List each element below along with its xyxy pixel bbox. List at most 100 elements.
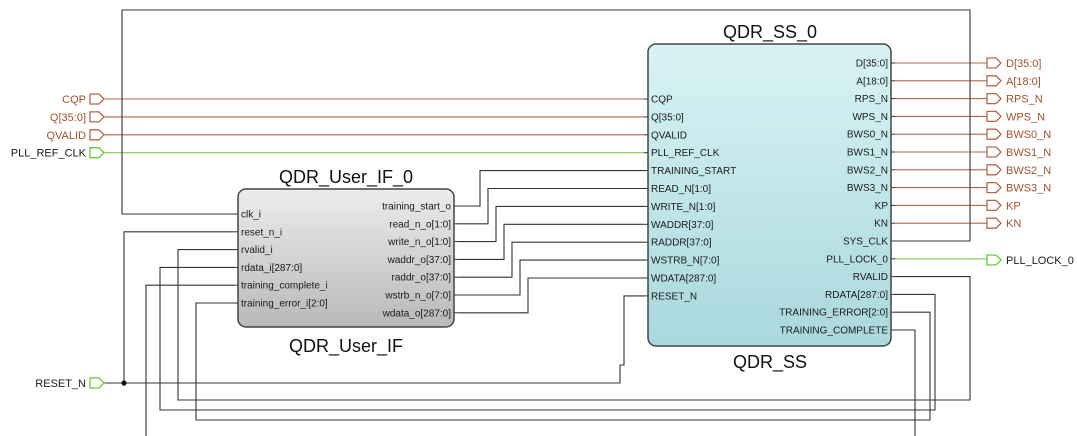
reset-wire-uif [123,231,234,383]
output-port-icon [986,146,1002,158]
qdr-ss-pin-a-18-0: A[18:0] [856,76,888,87]
qdr-user-if-pin-raddr-o-37-0: raddr_o[37:0] [392,273,452,284]
output-port-rps-n[interactable]: RPS_N [986,92,1043,106]
pll-lock-port[interactable]: PLL_LOCK_0 [986,254,1074,267]
pll-lock-port-icon [986,254,1002,266]
qdr-user-if-pin-training-start-o: training_start_o [382,202,451,213]
input-port-cqp[interactable]: CQP [62,93,105,106]
qdr-user-if-block[interactable]: QDR_User_IF_0 QDR_User_IF clk_i reset_n_i… [234,167,458,357]
qdr-ss-pin-raddr-37-0: RADDR[37:0] [651,238,712,249]
qdr-ss-right-pins: D[35:0]A[18:0]RPS_NWPS_NBWS0_NBWS1_NBWS2… [779,59,895,337]
qdr-user-if-pin-write-n-o-1-0: write_n_o[1:0] [387,237,451,248]
qdr-ss-pin-training-error-2-0: TRAINING_ERROR[2:0] [779,308,888,319]
qdr-ss-pin-wdata-287-0: WDATA[287:0] [651,274,716,285]
input-port-icon [89,129,105,141]
reset-port-label: RESET_N [35,378,86,390]
qdr-ss-pin-training-complete: TRAINING_COMPLETE [780,326,889,337]
qdr-ss-block[interactable]: QDR_SS_0 QDR_SS CQP Q[35:0] QVALID PLL_REF_… [644,22,895,373]
qdr-ss-pin-pll-ref-clk: PLL_REF_CLK [651,148,720,159]
qdr-ss-pin-d-35-0: D[35:0] [856,59,888,70]
qdr-ss-pin-reset-n: RESET_N [651,291,697,302]
qdr-user-if-right-pins: training_start_oread_n_o[1:0]write_n_o[1… [382,202,458,319]
training-error-wire [195,302,931,421]
pll-lock-port-label: PLL_LOCK_0 [1006,255,1074,267]
qdr-user-if-pin-clk-i: clk_i [241,210,261,221]
output-port-bws3-n[interactable]: BWS3_N [986,181,1051,195]
output-port-label: BWS2_N [1006,165,1051,177]
qdr-user-if-instance-name: QDR_User_IF_0 [279,167,413,188]
qdr-user-if-left-pins: clk_ireset_n_irvalid_irdata_i[287:0]trai… [234,210,328,310]
output-port-label: D[35:0] [1006,58,1041,70]
input-port-label: PLL_REF_CLK [11,148,87,160]
qdr-ss-pin-rps-n: RPS_N [855,94,888,105]
qdr-user-if-pin-reset-n-i: reset_n_i [241,227,282,238]
output-port-icon [986,181,1002,194]
qdr-ss-pin-training-start: TRAINING_START [651,166,736,177]
output-port-icon [986,75,1002,87]
output-port-icon [986,110,1002,123]
qdr-ss-type-name: QDR_SS [733,352,807,373]
uif-to-ss-wire [458,205,644,243]
output-port-bws1-n[interactable]: BWS1_N [986,146,1051,159]
output-port-label: WPS_N [1006,111,1045,123]
wires [104,9,987,436]
uif-to-ss-wire [458,259,644,296]
input-port-label: CQP [62,94,86,106]
output-port-kn[interactable]: KN [986,217,1021,230]
qdr-ss-pin-pll-lock-0: PLL_LOCK_0 [826,254,888,265]
training-complete-wire [895,329,916,436]
output-port-label: RPS_N [1006,94,1043,106]
qdr-ss-pin-q-35-0: Q[35:0] [651,112,684,123]
qdr-ss-pin-cqp: CQP [651,95,673,106]
output-port-icon [986,164,1002,176]
qdr-user-if-pin-wstrb-n-o-7-0: wstrb_n_o[7:0] [384,291,451,302]
qdr-user-if-pin-rvalid-i: rvalid_i [241,245,273,256]
output-port-icon [986,92,1002,105]
output-port-kp[interactable]: KP [986,199,1021,212]
qdr-ss-pin-kp: KP [875,201,889,212]
reset-junction [121,380,127,386]
reset-port-icon [89,377,105,389]
output-ports: D[35:0] A[18:0] RPS_N WPS_N BWS0_N BWS1_N BWS2… [986,57,1051,230]
reset-port[interactable]: RESET_N [35,377,105,390]
qdr-ss-pin-sys-clk: SYS_CLK [843,237,888,248]
qdr-ss-pin-wstrb-n-7-0: WSTRB_N[7:0] [651,256,720,267]
qdr-ss-pin-rvalid: RVALID [853,272,888,283]
input-port-label: QVALID [46,130,86,142]
reset-wire-ss [104,295,644,384]
output-port-bws0-n[interactable]: BWS0_N [986,128,1051,141]
training-complete-wire-uif [145,284,234,436]
input-port-q-35-0[interactable]: Q[35:0] [50,111,105,124]
output-port-icon [986,128,1002,140]
uif-to-ss-wire [458,277,644,314]
qdr-ss-pin-rdata-287-0: RDATA[287:0] [825,290,888,301]
output-port-d-35-0[interactable]: D[35:0] [986,57,1041,70]
qdr-ss-pin-write-n-1-0: WRITE_N[1:0] [651,202,716,213]
qdr-ss-left-pins: CQP Q[35:0] QVALID PLL_REF_CLK TRAINING_STAR… [644,95,736,302]
qdr-user-if-pin-wdata-o-287-0: wdata_o[287:0] [382,308,452,319]
qdr-ss-pin-kn: KN [874,219,888,230]
output-port-a-18-0[interactable]: A[18:0] [986,75,1041,88]
qdr-ss-pin-bws0-n: BWS0_N [847,130,888,141]
output-port-icon [986,217,1002,229]
rdata-wire [159,266,936,411]
rvalid-wire [177,249,971,401]
output-port-wps-n[interactable]: WPS_N [986,110,1045,123]
input-port-pll-ref-clk[interactable]: PLL_REF_CLK [11,147,105,160]
sys-clk-wire [121,9,971,242]
input-port-qvalid[interactable]: QVALID [46,129,105,142]
input-port-label: Q[35:0] [50,112,86,124]
uif-to-ss-wire [458,223,644,260]
qdr-user-if-type-name: QDR_User_IF [289,336,403,357]
output-port-label: KP [1006,200,1021,212]
output-port-label: BWS3_N [1006,183,1051,195]
qdr-ss-pin-read-n-1-0: READ_N[1:0] [651,184,711,195]
uif-to-ss-wire [458,187,644,225]
output-port-bws2-n[interactable]: BWS2_N [986,164,1051,177]
qdr-ss-instance-name: QDR_SS_0 [723,22,817,43]
qdr-ss-pin-waddr-37-0: WADDR[37:0] [651,220,714,231]
qdr-user-if-pin-waddr-o-37-0: waddr_o[37:0] [387,255,452,266]
qdr-ss-pin-qvalid: QVALID [651,130,687,141]
qdr-ss-pin-wps-n: WPS_N [852,112,888,123]
